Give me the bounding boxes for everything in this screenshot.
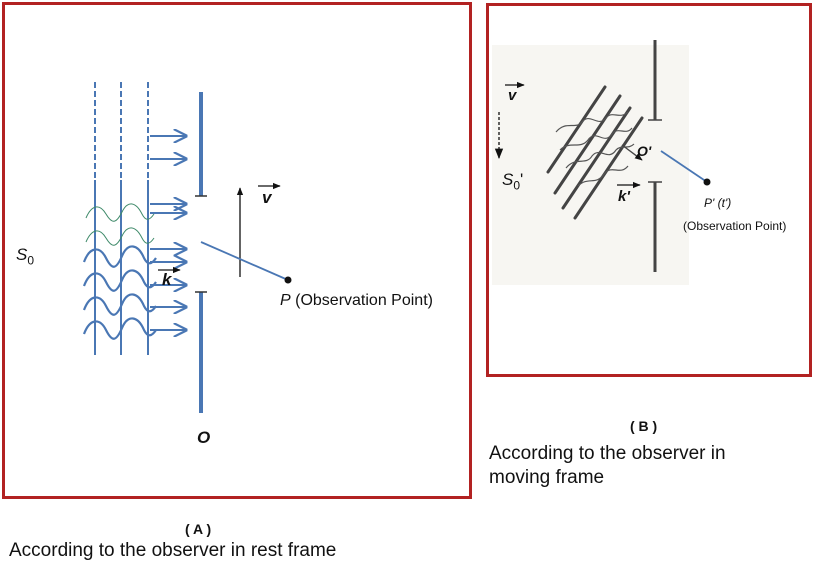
panel-a-caption-text: According to the observer in rest frame (9, 540, 337, 561)
panel-b-velocity-label: v (508, 87, 517, 104)
panel-b-observation-point (703, 178, 711, 186)
panel-a-caption-label: ( A ) (185, 521, 212, 537)
panel-b-point-label: P' (t') (704, 196, 732, 210)
panel-b-frame (486, 3, 812, 377)
panel-a-frame-label: S0 (16, 245, 35, 268)
panel-a-origin-label: O (197, 428, 211, 447)
panel-b-origin-label: O' (637, 143, 652, 159)
panel-b-caption-line2: moving frame (489, 467, 605, 488)
panel-a-thick-waves (82, 245, 157, 340)
panel-a-velocity-label: v (262, 188, 272, 207)
panel-b-observation-ray (660, 150, 708, 183)
panel-a-wave-vector-label: k (162, 270, 172, 289)
panel-b-wave-vector-label: k' (618, 188, 630, 205)
panel-a-observation-ray (200, 241, 289, 281)
panel-b-tilted-wavefronts (546, 85, 644, 220)
panel-b-frame-label: S0' (502, 170, 524, 193)
panel-b-caption-label: ( B ) (630, 418, 658, 434)
panel-b-caption-line1: According to the observer in (489, 443, 726, 464)
panel-a-propagation-arrows (150, 136, 186, 330)
panel-a-observation-text: P (Observation Point) (280, 292, 433, 309)
panel-b-k-direction-arrow (621, 144, 643, 161)
panel-a-screen (195, 92, 207, 413)
panel-a-frame (2, 2, 472, 499)
panel-a-wavefronts (94, 82, 149, 355)
panel-b-screen (648, 40, 662, 272)
panel-a-observation-point (284, 276, 292, 284)
panel-b-observation-text: (Observation Point) (683, 219, 787, 233)
panel-a-thin-waves (85, 203, 155, 246)
